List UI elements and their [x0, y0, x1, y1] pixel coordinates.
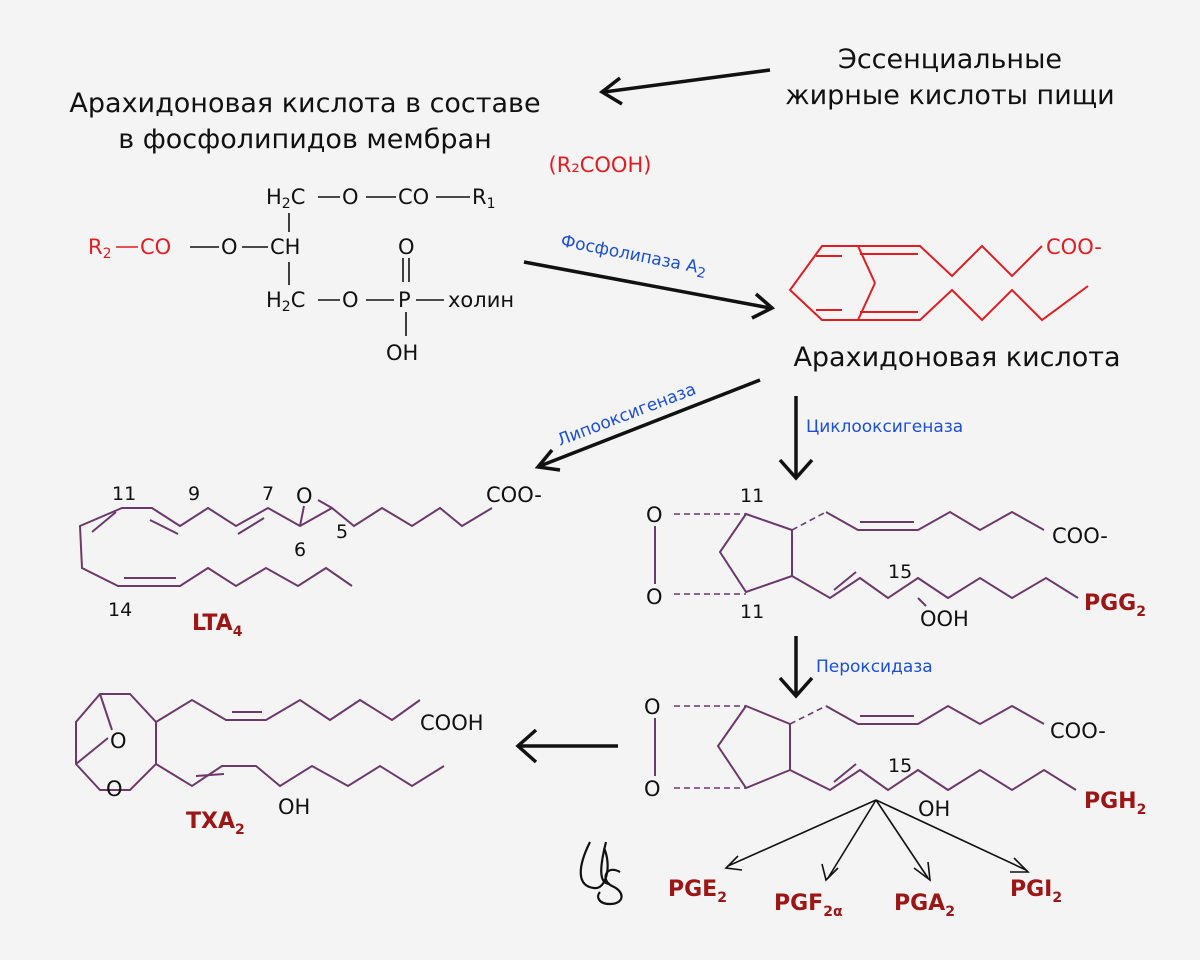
signature-mark — [579, 841, 623, 906]
pgh2-label: PGH2 — [1084, 789, 1146, 818]
pgg-o-bottom: O — [646, 585, 663, 609]
pgh2-structure — [716, 704, 1077, 792]
lta4-structure — [78, 499, 493, 588]
svg-text:H2C: H2C — [266, 185, 305, 212]
lta4-label: LTA4 — [192, 611, 243, 640]
txa2-label: TXA2 — [186, 809, 245, 838]
svg-text:CO: CO — [398, 185, 429, 209]
prostaglandin-branch-arrows — [724, 799, 1030, 882]
pgg-carbon-11-bottom: 11 — [740, 601, 764, 623]
pgh-coo-minus: COO- — [1050, 719, 1106, 743]
carbon-14-lta: 14 — [108, 599, 132, 621]
membrane-phospholipid-line1: Арахидоновая кислота в составе — [69, 88, 540, 119]
pgg-o-top: O — [646, 503, 663, 527]
carbon-11-lta: 11 — [112, 483, 136, 505]
svg-text:OH: OH — [386, 341, 418, 365]
carbon-5-lta: 5 — [336, 521, 348, 543]
svg-text:P: P — [398, 288, 411, 312]
arrow-diet-to-membrane — [598, 68, 771, 106]
txa-oh: OH — [278, 795, 310, 819]
svg-text:O: O — [221, 235, 238, 259]
dietary-fatty-acids-line1: Эссенциальные — [838, 44, 1062, 75]
svg-text:CH: CH — [270, 235, 300, 259]
pgg2-label: PGG2 — [1084, 591, 1146, 620]
pga2-label: PGA2 — [894, 891, 955, 920]
pgh-o-top: O — [644, 695, 661, 719]
peroxidase-label: Пероксидаза — [816, 657, 933, 677]
carbon-7-lta: 7 — [262, 483, 274, 505]
pgg-carbon-15: 15 — [888, 561, 912, 583]
membrane-phospholipid-line2: в фосфолипидов мембран — [118, 124, 492, 155]
svg-text:O: O — [342, 288, 359, 312]
lipoxygenase-label: Липооксигеназа — [555, 379, 699, 450]
svg-text:холин: холин — [448, 288, 514, 312]
peroxidase-arrow — [778, 636, 814, 699]
pgg-coo-minus: COO- — [1052, 524, 1108, 548]
phospholipid-structure: H2C O CO R1 CH O H2C O P O OH холин R2 C… — [88, 185, 514, 365]
txa-o-bridge: O — [110, 729, 127, 753]
pgh-carbon-15: 15 — [888, 755, 912, 777]
arrow-pgh-to-txa — [515, 728, 618, 764]
pgf2a-label: PGF2α — [774, 891, 843, 920]
txa-cooh: COOH — [420, 711, 484, 735]
txa-o-ring: O — [106, 777, 123, 801]
pgg-ooh: OOH — [920, 607, 969, 631]
phospholipase-arrow — [523, 260, 776, 320]
r2cooh-formula: (R₂COOH) — [549, 153, 652, 177]
pgi2-label: PGI2 — [1010, 877, 1062, 906]
svg-text:O: O — [342, 185, 359, 209]
lta-epoxide-o: O — [296, 484, 313, 508]
svg-text:O: O — [398, 235, 415, 259]
carbon-6-lta: 6 — [294, 539, 306, 561]
arachidonic-acid-structure — [788, 244, 1089, 322]
pgg-carbon-11-top: 11 — [740, 485, 764, 507]
svg-text:R2: R2 — [88, 235, 112, 262]
lipoxygenase-arrow — [534, 378, 761, 472]
arachidonic-acid-title: Арахидоновая кислота — [793, 342, 1120, 373]
svg-text:H2C: H2C — [266, 288, 305, 315]
txa2-structure — [75, 693, 445, 791]
lta-coo-minus: COO- — [486, 483, 542, 507]
svg-text:CO: CO — [140, 235, 171, 259]
pgg2-structure — [718, 510, 1079, 607]
carbon-9-lta: 9 — [188, 483, 200, 505]
arachidonic-coo-minus: COO- — [1046, 235, 1102, 259]
pgh-oh: OH — [918, 797, 950, 821]
svg-text:R1: R1 — [472, 185, 496, 212]
phospholipase-a2-label: Фосфолипаза A2 — [558, 231, 708, 282]
cyclooxygenase-label: Циклооксигеназа — [806, 417, 963, 437]
cyclooxygenase-arrow — [778, 396, 814, 481]
pge2-label: PGE2 — [668, 877, 727, 906]
dietary-fatty-acids-line2: жирные кислоты пищи — [785, 80, 1114, 111]
pgh-o-bottom: O — [644, 777, 661, 801]
